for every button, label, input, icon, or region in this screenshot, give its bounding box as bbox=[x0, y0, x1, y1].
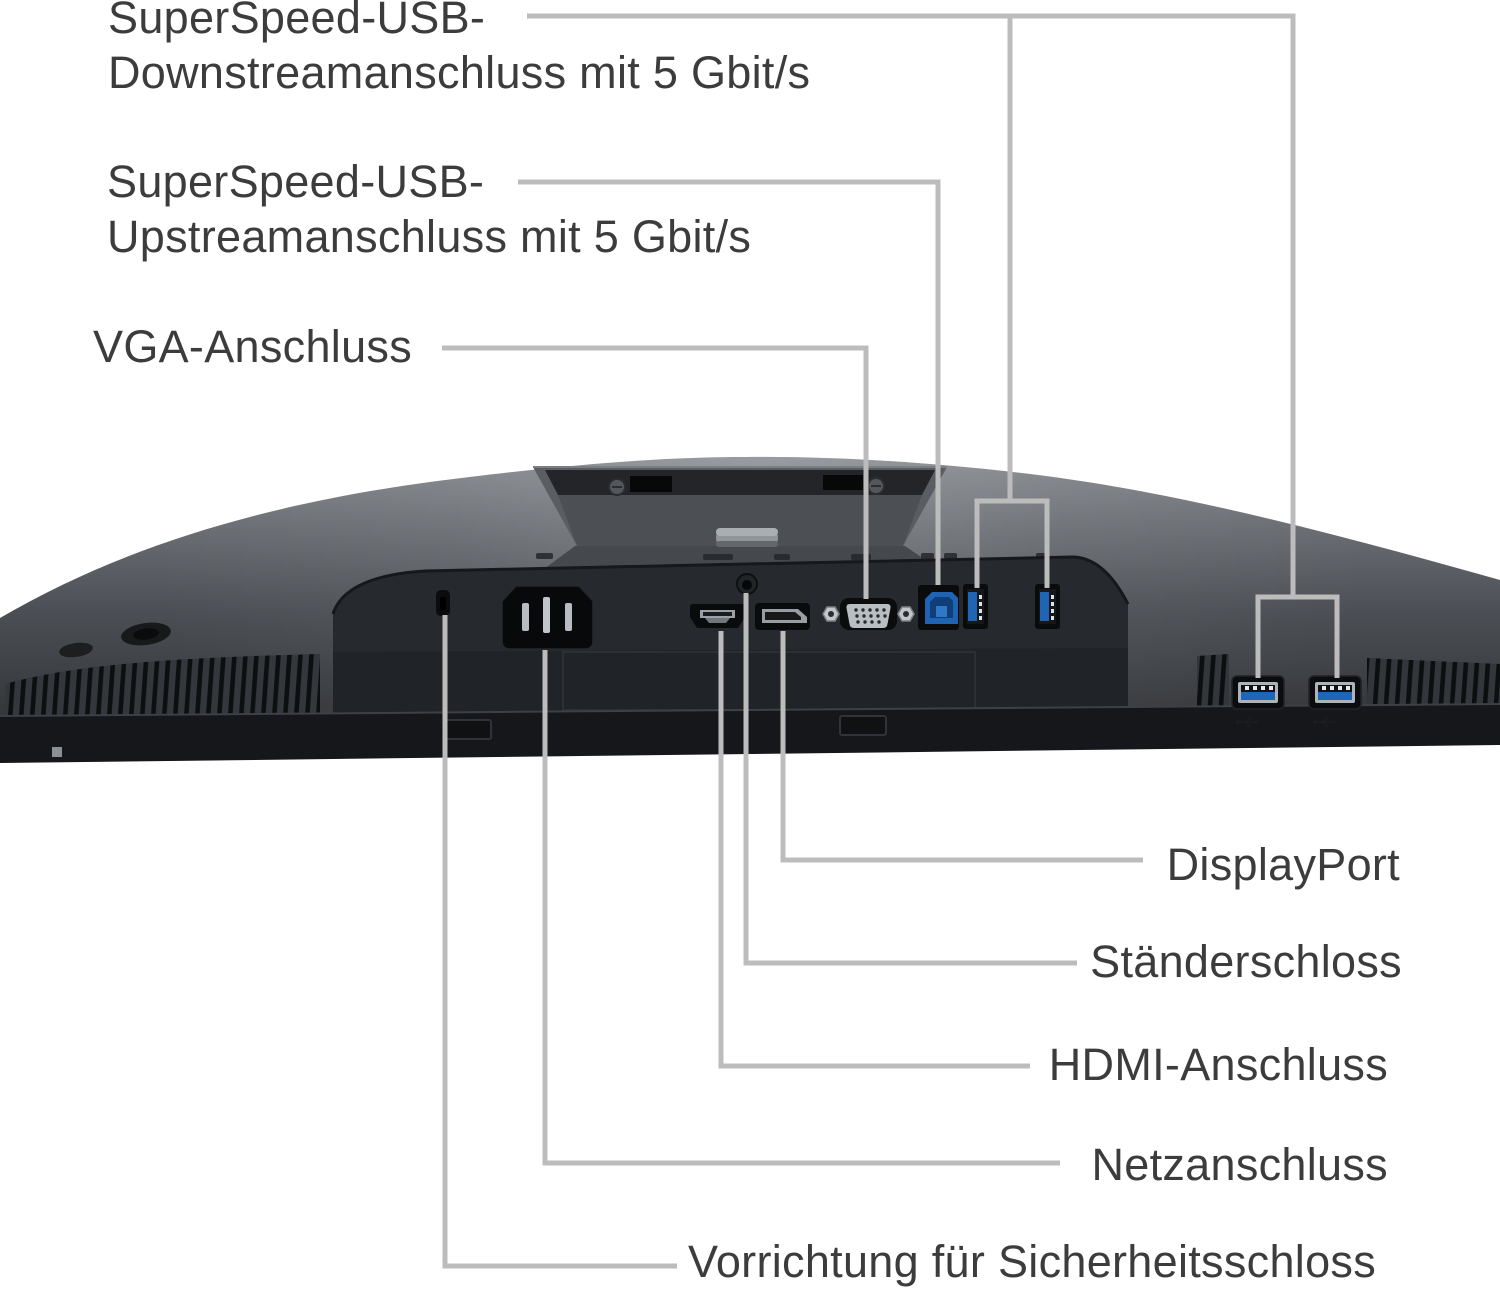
monitor-body bbox=[0, 456, 1500, 763]
bezel-clip-mid bbox=[839, 715, 887, 736]
displayport-port bbox=[755, 603, 810, 630]
label-vga: VGA-Anschluss bbox=[93, 321, 413, 372]
security-lock-slot bbox=[436, 590, 450, 616]
leader-lines bbox=[442, 13, 1340, 1269]
label-stand-lock: Ständerschloss bbox=[1090, 936, 1402, 987]
label-usb-downstream: SuperSpeed-USB- Downstreamanschluss mit … bbox=[108, 0, 810, 100]
back-panel-hole-small bbox=[59, 642, 93, 658]
label-displayport: DisplayPort bbox=[1166, 839, 1400, 890]
vga-port bbox=[822, 598, 915, 630]
vesa-slot-left bbox=[630, 476, 672, 492]
port-recess bbox=[331, 555, 1130, 716]
label-usb-downstream-line1: SuperSpeed-USB- bbox=[108, 0, 486, 43]
leader-usb-downstream-bracket-right bbox=[1255, 594, 1340, 678]
power-led bbox=[52, 747, 62, 757]
vesa-screw-left bbox=[608, 478, 626, 496]
vesa-screw-right bbox=[867, 477, 885, 495]
power-inlet bbox=[501, 585, 594, 650]
leader-vga bbox=[442, 345, 869, 599]
back-panel-hole-large bbox=[121, 622, 171, 646]
stand-release-latch bbox=[716, 528, 778, 547]
usb-a-downstream-port-2 bbox=[1035, 584, 1060, 629]
bezel-clip-left bbox=[444, 719, 492, 740]
vesa-slot-right bbox=[823, 475, 863, 490]
label-hdmi: HDMI-Anschluss bbox=[1048, 1039, 1388, 1090]
label-usb-upstream-line1: SuperSpeed-USB- bbox=[107, 156, 485, 207]
usb-a-downstream-port-3 bbox=[1231, 675, 1285, 728]
leader-power bbox=[542, 650, 1060, 1166]
leader-displayport bbox=[780, 631, 1143, 863]
leader-hdmi bbox=[718, 631, 1030, 1069]
bottom-bezel bbox=[0, 703, 1500, 763]
leader-usb-upstream bbox=[518, 179, 941, 585]
vesa-stand-recess bbox=[533, 466, 947, 572]
usb-b-upstream-port bbox=[918, 585, 959, 630]
leader-usb-downstream-bracket-mid bbox=[974, 498, 1050, 588]
leader-usb-downstream-main bbox=[527, 13, 1296, 595]
label-usb-downstream-line2: Downstreamanschluss mit 5 Gbit/s bbox=[108, 47, 811, 98]
hdmi-port bbox=[690, 604, 745, 628]
speaker-grille-right bbox=[1367, 658, 1500, 710]
ss-usb-5gbps-icon bbox=[1236, 716, 1258, 728]
vent-grille-mid-right bbox=[1197, 654, 1229, 713]
label-usb-upstream-line2: Upstreamanschluss mit 5 Gbit/s bbox=[107, 211, 752, 262]
ss-usb-5gbps-icon bbox=[1313, 716, 1335, 728]
speaker-grille-left bbox=[5, 654, 320, 717]
label-usb-upstream: SuperSpeed-USB- Upstreamanschluss mit 5 … bbox=[107, 154, 751, 264]
usb-a-downstream-port-1 bbox=[963, 584, 988, 629]
leader-stand-lock bbox=[743, 593, 1077, 966]
leader-security-slot bbox=[442, 615, 677, 1269]
label-security-slot: Vorrichtung für Sicherheitsschloss bbox=[688, 1236, 1377, 1287]
label-power: Netzanschluss bbox=[1091, 1139, 1388, 1190]
usb-a-downstream-port-4 bbox=[1308, 675, 1362, 728]
stand-lock-hole bbox=[736, 573, 758, 595]
